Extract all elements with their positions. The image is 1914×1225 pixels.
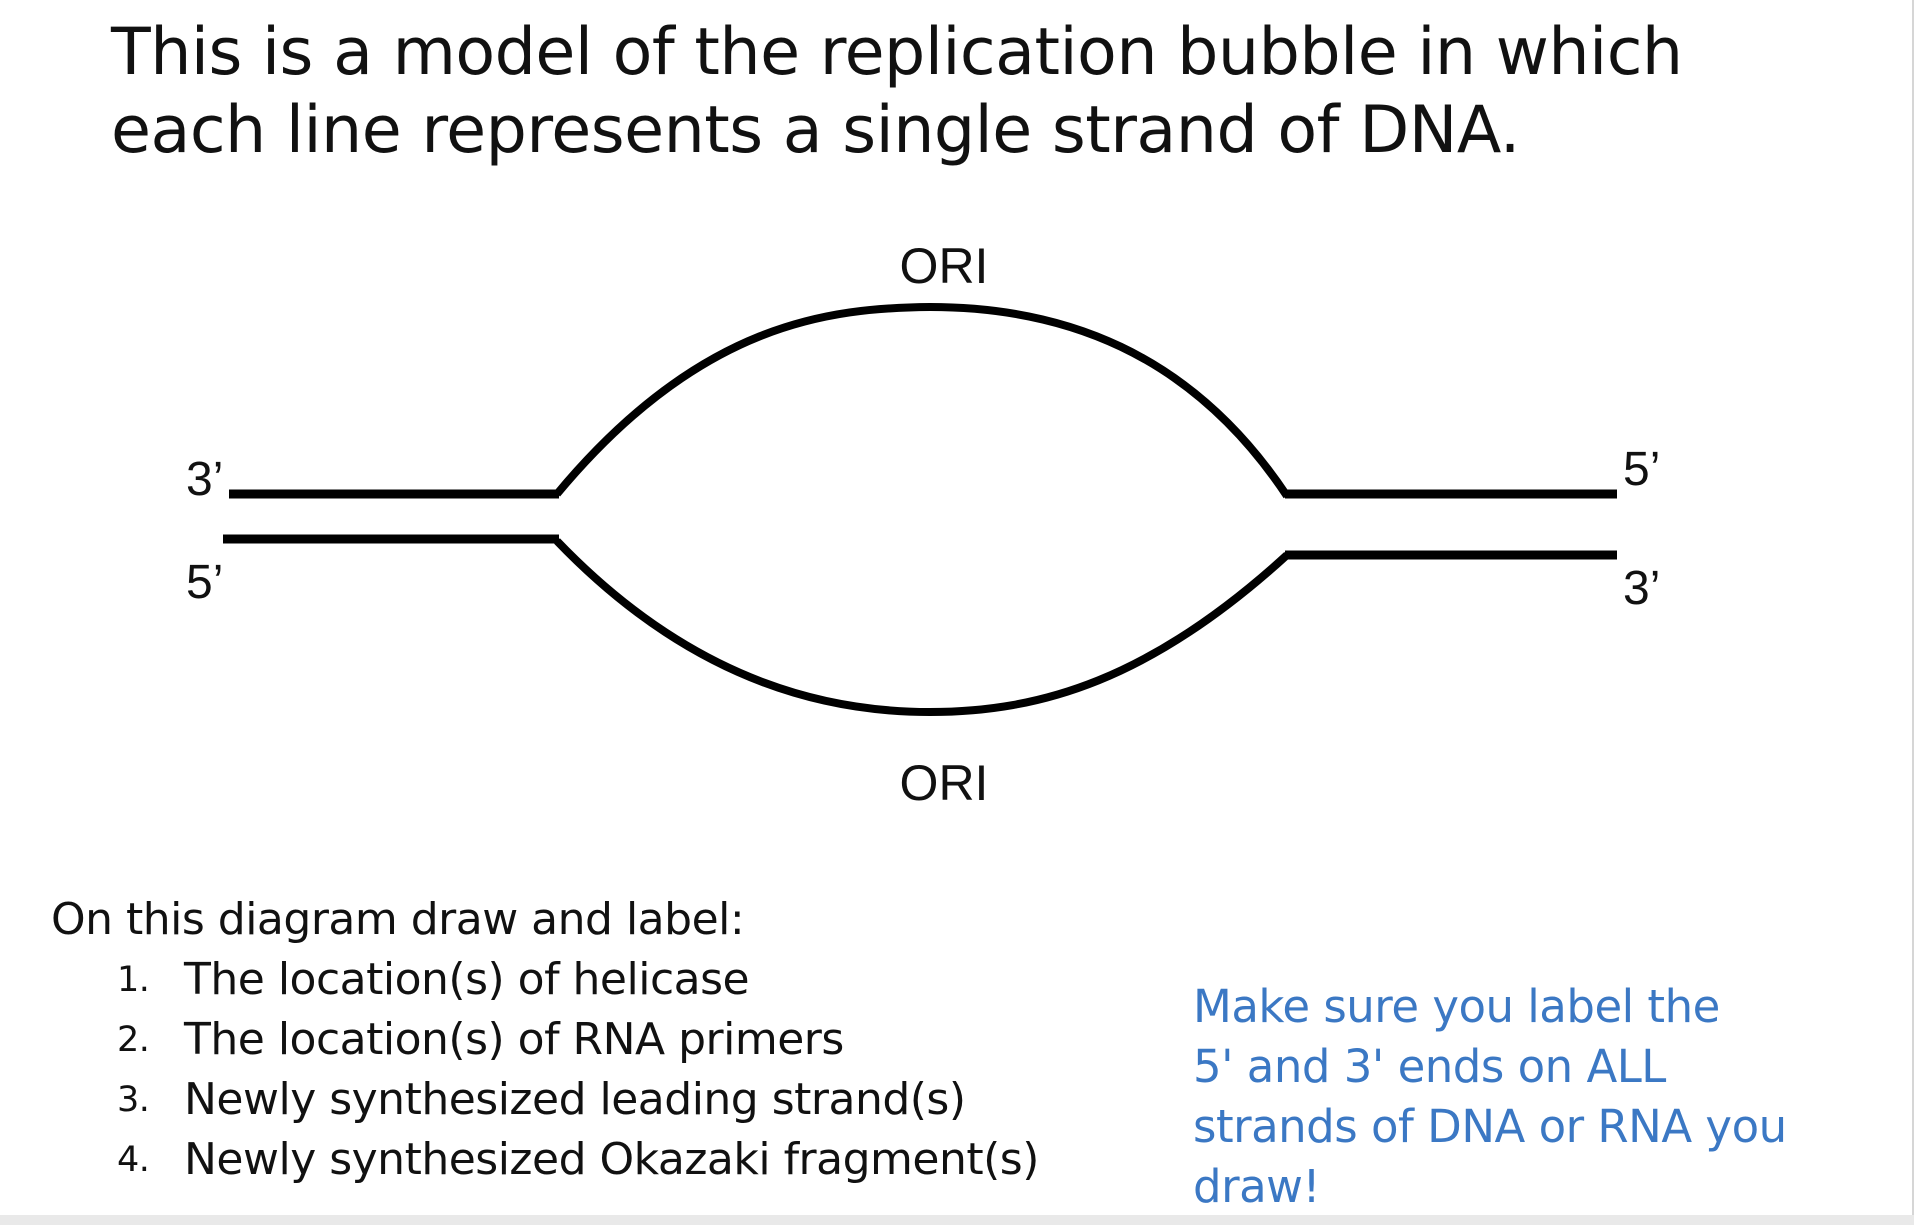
list-item-text: Newly synthesized leading strand(s) (184, 1074, 966, 1125)
list-item: 2. The location(s) of RNA primers (51, 1010, 1039, 1070)
list-item-text: Newly synthesized Okazaki fragment(s) (184, 1134, 1039, 1185)
right-top-end-label: 5’ (1623, 443, 1660, 496)
note-line-3: strands of DNA or RNA you (1193, 1100, 1787, 1153)
instructions: On this diagram draw and label: 1. The l… (51, 890, 1039, 1190)
right-bottom-end-label: 3’ (1623, 562, 1660, 615)
ori-bottom-label: ORI (900, 755, 989, 811)
list-item-number: 2. (117, 1020, 150, 1060)
note-line-2: 5' and 3' ends on ALL (1193, 1040, 1666, 1093)
labeling-reminder-note: Make sure you label the 5' and 3' ends o… (1193, 977, 1893, 1217)
ori-top-label: ORI (900, 238, 989, 294)
title-line-2: each line represents a single strand of … (111, 93, 1520, 168)
instructions-intro: On this diagram draw and label: (51, 894, 745, 945)
list-item: 3. Newly synthesized leading strand(s) (51, 1070, 1039, 1130)
title-line-1: This is a model of the replication bubbl… (111, 15, 1683, 90)
left-bottom-end-label: 5’ (186, 556, 223, 609)
list-item-text: The location(s) of helicase (184, 954, 750, 1005)
list-item: 1. The location(s) of helicase (51, 950, 1039, 1010)
left-top-end-label: 3’ (186, 453, 223, 506)
list-item-number: 3. (117, 1080, 150, 1120)
list-item: 4. Newly synthesized Okazaki fragment(s) (51, 1130, 1039, 1190)
note-line-4: draw! (1193, 1160, 1321, 1213)
list-item-number: 1. (117, 960, 150, 1000)
note-line-1: Make sure you label the (1193, 980, 1720, 1033)
list-item-text: The location(s) of RNA primers (184, 1014, 844, 1065)
list-item-number: 4. (117, 1140, 150, 1180)
slide-title: This is a model of the replication bubbl… (111, 14, 1683, 170)
instructions-list: 1. The location(s) of helicase 2. The lo… (51, 950, 1039, 1190)
bubble-top-strand (553, 302, 1291, 499)
bubble-bottom-strand (554, 538, 1290, 717)
bottom-strip (0, 1215, 1914, 1225)
